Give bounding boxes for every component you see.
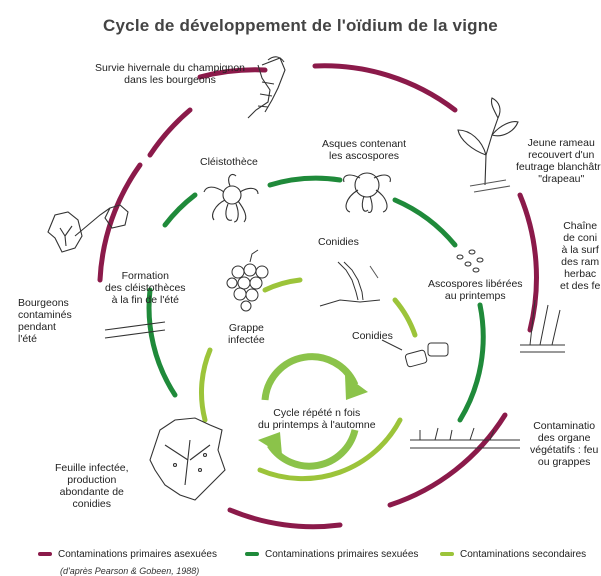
label-contamination: Contaminatio des organe végétatifs : feu…	[530, 420, 599, 468]
label-asques: Asques contenant les ascospores	[322, 138, 407, 162]
credit: (d'après Pearson & Gobeen, 1988)	[60, 566, 200, 576]
label-cleistotheque: Cléistothèce	[200, 156, 258, 168]
ascus-drawing	[343, 172, 391, 213]
legend-swatch	[245, 552, 259, 557]
label-cycle: Cycle répété n fois du printemps à l'aut…	[258, 407, 376, 431]
inner-ring	[199, 277, 418, 482]
diagram-title: Cycle de développement de l'oïdium de la…	[103, 16, 498, 35]
legend-item-sexuees: Contaminations primaires sexuées	[245, 549, 418, 560]
label-survie: Survie hivernale du champignon dans les …	[95, 62, 246, 86]
label-conidies-2: Conidies	[352, 330, 393, 342]
legend-swatch	[440, 552, 454, 557]
label-ascospores: Ascospores libérées au printemps	[428, 278, 523, 302]
conidia-drawing	[319, 261, 449, 368]
grape-drawing	[226, 249, 269, 312]
label-formation: Formation des cléistothèces à la fin de …	[105, 270, 186, 306]
label-chaine: Chaîne de coni à la surf des ram herbac …	[560, 220, 601, 292]
infected-leaf-drawing	[149, 417, 226, 501]
legend: Contaminations primaires asexuées Contam…	[0, 545, 601, 565]
label-feuille: Feuille infectée, production abondante d…	[55, 462, 129, 510]
arrow-head-left	[258, 432, 282, 455]
leaf-drawing	[47, 204, 129, 253]
arrow-head-right	[345, 375, 368, 400]
surface-drawing	[104, 299, 565, 449]
legend-item-secondaires: Contaminations secondaires	[440, 549, 586, 560]
bud-drawing	[247, 56, 286, 119]
label-bourgeons: Bourgeons contaminés pendant l'été	[18, 297, 72, 345]
shoot-drawing	[457, 97, 519, 193]
label-jeune-rameau: Jeune rameau recouvert d'un feutrage bla…	[516, 137, 601, 185]
cleistothecium-drawing	[203, 173, 259, 223]
label-grappe: Grappe infectée	[228, 322, 265, 346]
cycle-arrows-icon	[261, 353, 359, 470]
label-conidies-1: Conidies	[318, 236, 359, 248]
legend-item-asexuees: Contaminations primaires asexuées	[38, 549, 217, 560]
spores-drawing	[456, 249, 484, 273]
middle-ring	[146, 175, 486, 423]
legend-swatch	[38, 552, 52, 557]
